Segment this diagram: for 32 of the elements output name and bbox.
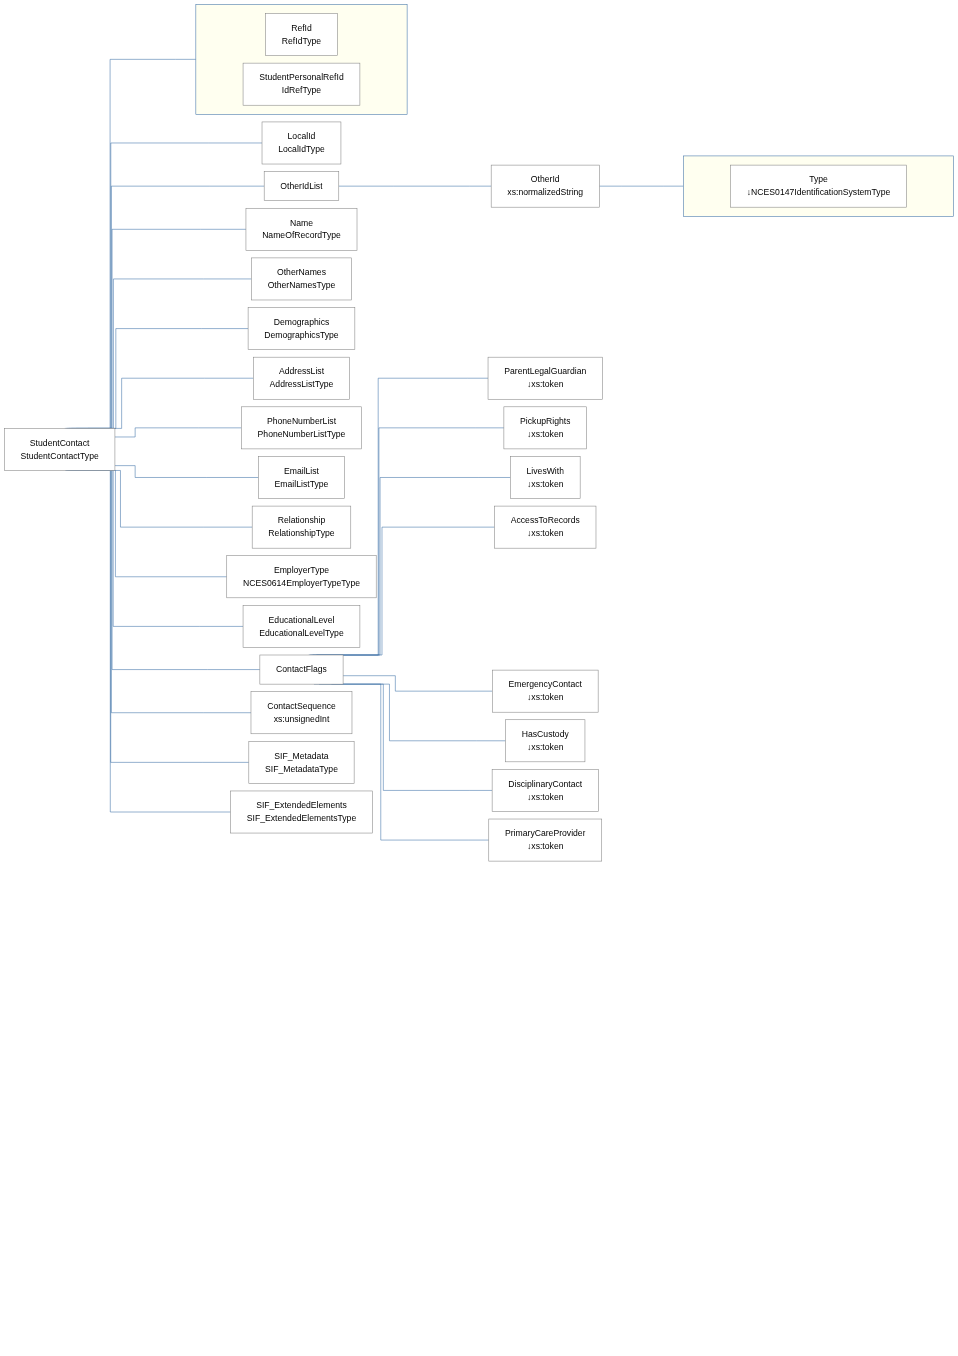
connector — [114, 465, 259, 478]
node-box: OtherIdList — [263, 171, 340, 201]
node-box: RefId RefIdType — [265, 13, 338, 56]
node-box: StudentPersonalRefId IdRefType — [242, 62, 361, 106]
node-box: Relationship RelationshipType — [251, 505, 352, 549]
node-box: Type ↓NCES0147IdentificationSystemType — [730, 164, 907, 208]
node-box: LivesWith ↓xs:token — [510, 456, 581, 499]
node-box: EmployerType NCES0614EmployerTypeType — [226, 555, 377, 599]
node-box: OtherId xs:normalizedString — [490, 164, 600, 208]
node-box: SIF_Metadata SIF_MetadataType — [248, 741, 355, 784]
node-box: PhoneNumberList PhoneNumberListType — [241, 406, 362, 450]
node-box: LocalId LocalIdType — [261, 121, 342, 165]
node-box: EmailList EmailListType — [258, 456, 345, 499]
node-box: HasCustody ↓xs:token — [505, 719, 586, 763]
node-box: Name NameOfRecordType — [245, 208, 358, 251]
cluster — [683, 155, 954, 217]
node-box: OtherNames OtherNamesType — [251, 257, 352, 301]
connector — [599, 185, 684, 187]
node-box: Demographics DemographicsType — [247, 307, 356, 350]
node-box: DisciplinaryContact ↓xs:token — [491, 769, 599, 812]
node-box: StudentContact StudentContactType — [4, 428, 116, 471]
node-box: ContactSequence xs:unsignedInt — [250, 691, 353, 735]
node-box: EmergencyContact ↓xs:token — [492, 669, 599, 713]
node-box: ContactFlags — [259, 654, 344, 685]
cluster — [195, 4, 408, 115]
node-box: EducationalLevel EducationalLevelType — [242, 605, 361, 648]
node-box: AccessToRecords ↓xs:token — [494, 505, 597, 549]
node-box: PrimaryCareProvider ↓xs:token — [488, 818, 602, 862]
node-box: SIF_ExtendedElements SIF_ExtendedElementsType — [230, 790, 373, 834]
node-box: PickupRights ↓xs:token — [503, 406, 587, 450]
node-box: ParentLegalGuardian ↓xs:token — [487, 356, 603, 400]
node-box: AddressList AddressListType — [253, 356, 350, 400]
